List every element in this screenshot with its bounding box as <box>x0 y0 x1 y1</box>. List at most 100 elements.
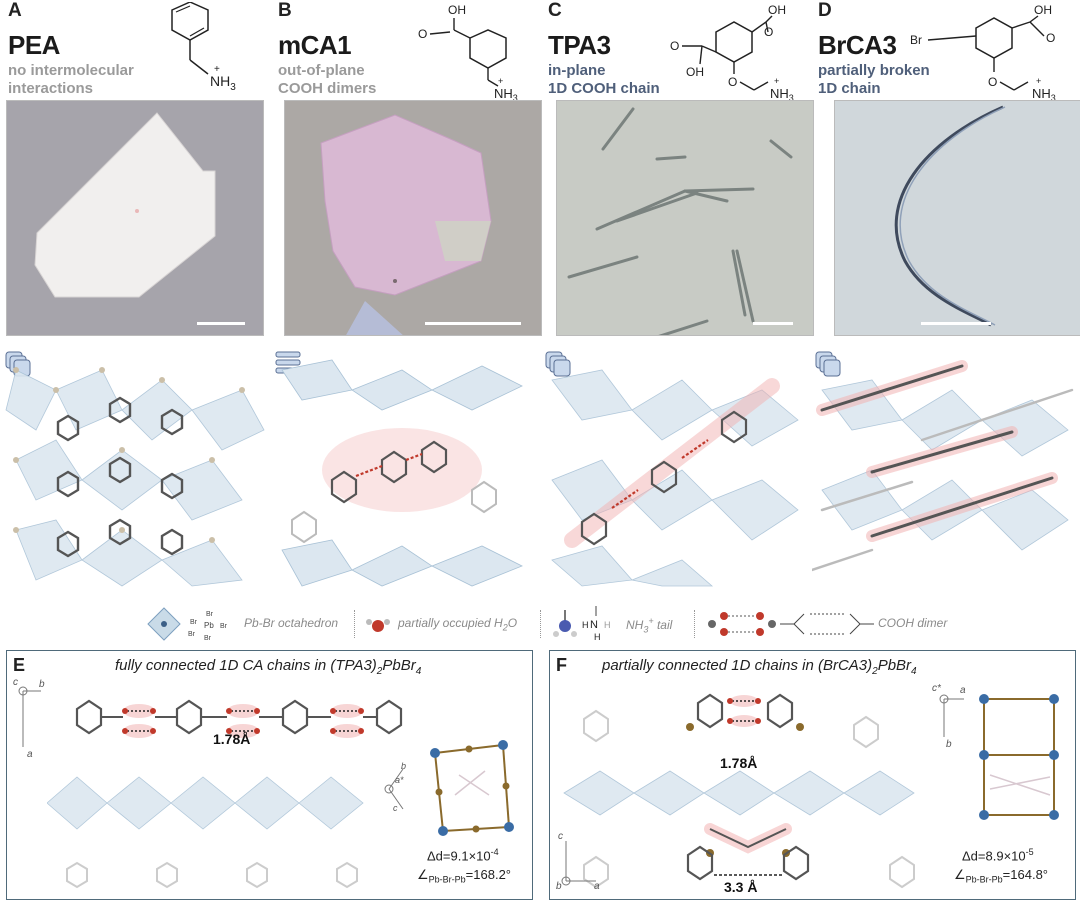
crystal-photo-brca3 <box>834 100 1080 336</box>
legend-water-label: partially occupied H2O <box>398 616 518 633</box>
svg-text:c: c <box>13 677 18 688</box>
legend-dimer-label: COOH dimer <box>878 616 948 630</box>
octahedra-network <box>979 694 1059 820</box>
nh3-label: NH3 <box>210 73 236 93</box>
panel-subtitle: no intermolecular interactions <box>8 62 134 97</box>
panel-title: BrCA3 <box>818 30 897 60</box>
svg-text:Br: Br <box>188 631 196 638</box>
svg-text:O: O <box>1046 31 1055 45</box>
tpa3-chain-structure <box>47 699 403 889</box>
svg-text:Br: Br <box>204 635 212 642</box>
svg-text:Pb: Pb <box>204 621 214 630</box>
delta-d-value: Δd=8.9×10-5 <box>962 847 1034 864</box>
octahedron-icon <box>147 607 181 641</box>
panel-subtitle: in-plane 1D COOH chain <box>548 62 660 97</box>
svg-text:c: c <box>393 803 398 813</box>
svg-text:O: O <box>418 27 427 41</box>
panel-letter: D <box>818 0 832 21</box>
bond-length-label: 1.78Å <box>720 755 758 771</box>
svg-text:O: O <box>728 75 737 89</box>
svg-text:Br: Br <box>220 623 228 630</box>
svg-text:+: + <box>498 76 503 86</box>
svg-text:H: H <box>582 620 589 630</box>
panel-title: partially connected 1D chains in (BrCA3)… <box>602 657 917 677</box>
svg-text:a: a <box>960 685 966 696</box>
panel-letter: C <box>548 0 562 21</box>
panel-letter: E <box>13 655 26 675</box>
svg-text:OH: OH <box>768 3 786 17</box>
svg-text:NH3: NH3 <box>770 86 794 102</box>
panel-title: TPA3 <box>548 30 611 60</box>
scale-bar <box>753 322 793 325</box>
svg-text:H: H <box>594 632 601 642</box>
svg-text:H: H <box>604 620 611 630</box>
svg-text:Br: Br <box>206 611 214 618</box>
crystal-photo-mca1 <box>284 100 542 336</box>
crystal-structure-pea <box>5 367 265 587</box>
panel-letter: A <box>8 0 22 21</box>
svg-text:b: b <box>946 739 952 750</box>
svg-text:a*: a* <box>395 775 404 785</box>
svg-text:OH: OH <box>1034 3 1052 17</box>
panel-c: C TPA3 in-plane 1D COOH chain OH O O OH … <box>540 0 814 340</box>
svg-text:NH3: NH3 <box>1032 86 1056 102</box>
svg-text:OH: OH <box>686 65 704 79</box>
crystal-structure-brca3 <box>812 360 1074 572</box>
svg-text:+: + <box>214 64 220 75</box>
svg-text:c: c <box>558 831 563 842</box>
panel-f: F partially connected 1D chains in (BrCA… <box>549 650 1076 900</box>
panel-b: B mCA1 out-of-plane COOH dimers OH O NH3… <box>270 0 542 340</box>
svg-text:N: N <box>590 619 598 631</box>
legend-divider <box>540 610 541 638</box>
layer-icon <box>275 351 301 374</box>
svg-text:O: O <box>670 39 679 53</box>
panel-letter: F <box>556 655 567 675</box>
delta-d-value: Δd=9.1×10-4 <box>427 847 499 864</box>
stacking-icon <box>815 351 841 377</box>
angle-value: ∠Pb-Br-Pb=164.8° <box>954 867 1048 885</box>
panel-subtitle: partially broken 1D chain <box>818 62 930 97</box>
brca3-molecule-structure: OH O Br O NH3 + <box>910 3 1056 102</box>
axes-icon: c b a <box>556 831 600 891</box>
panel-a: A PEA no intermolecular interactions NH3… <box>0 0 270 340</box>
svg-text:c*: c* <box>932 683 942 694</box>
cooh-dimer-structure <box>780 613 874 635</box>
legend-tail-label: NH3+ tail <box>626 616 673 635</box>
svg-text:b: b <box>401 761 406 771</box>
cooh-dimer-icon <box>708 612 776 636</box>
svg-text:a: a <box>594 881 600 891</box>
legend-divider <box>694 610 695 638</box>
panel-d: D BrCA3 partially broken 1D chain OH O B… <box>810 0 1080 340</box>
scale-bar <box>921 322 991 325</box>
panel-letter: B <box>278 0 292 21</box>
crystal-photo-tpa3 <box>556 100 814 336</box>
octahedra-network <box>430 740 514 836</box>
panel-title: mCA1 <box>278 30 352 60</box>
svg-text:a: a <box>27 749 33 760</box>
tpa3-molecule-structure: OH O O OH O NH3 + <box>670 3 794 102</box>
panel-subtitle: out-of-plane COOH dimers <box>278 62 377 97</box>
crystal-photo-pea <box>6 100 264 336</box>
svg-text:O: O <box>988 75 997 89</box>
pea-molecule-structure: NH3 + <box>171 2 236 93</box>
legend-divider <box>354 610 355 638</box>
water-molecule-icon <box>366 619 390 632</box>
panel-title: fully connected 1D CA chains in (TPA3)2P… <box>115 657 422 677</box>
pb-br-octahedron-structure: Br Br Pb Br Br Br <box>188 611 228 642</box>
legend-octahedron-label: Pb-Br octahedron <box>244 616 339 630</box>
svg-text:Br: Br <box>190 619 198 626</box>
nh3-tail-structure: N H H H <box>582 606 611 642</box>
svg-text:NH3: NH3 <box>494 86 518 100</box>
svg-text:+: + <box>774 76 779 86</box>
scale-bar <box>425 322 521 325</box>
svg-text:+: + <box>1036 76 1041 86</box>
crystal-structure-mca1 <box>281 359 523 587</box>
svg-text:b: b <box>39 679 45 690</box>
svg-text:b: b <box>556 881 562 891</box>
svg-text:OH: OH <box>448 3 466 17</box>
nh3-tail-icon <box>553 610 577 637</box>
brca3-chain-structure <box>563 693 915 889</box>
scale-bar <box>197 322 245 325</box>
gap-length-label: 3.3 Å <box>724 879 758 895</box>
stacking-icon <box>545 351 571 377</box>
